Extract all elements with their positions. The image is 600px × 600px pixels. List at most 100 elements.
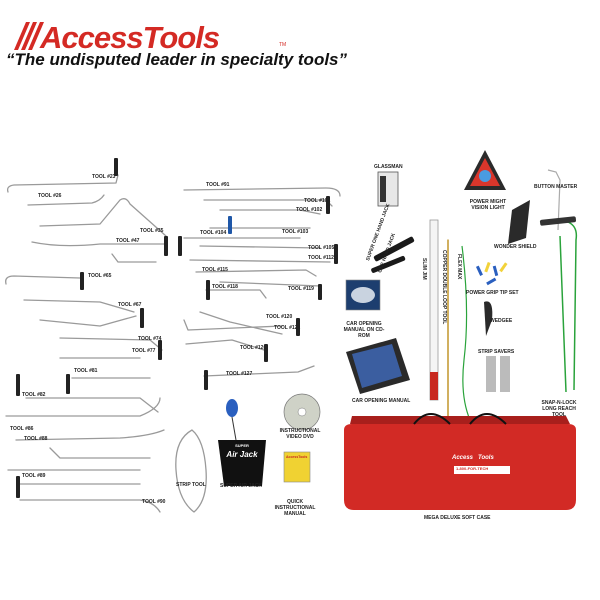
- label-flex-max: FLEX MAX: [456, 254, 462, 280]
- tool-74-handle: [158, 340, 162, 360]
- snap-n-lock-handle: [539, 216, 577, 226]
- label-tool-74: TOOL #74: [138, 336, 162, 342]
- tool-82-rod: [25, 397, 159, 413]
- tool-23-rod: [6, 174, 119, 193]
- label-mega-deluxe-soft-case: MEGA DELUXE SOFT CASE: [424, 515, 491, 521]
- tool-26-rod: [27, 194, 105, 206]
- tool-104-handle: [228, 216, 232, 234]
- label-tool-88: TOOL #88: [24, 436, 48, 442]
- label-tool-86: TOOL #86: [10, 426, 34, 432]
- strip-tool-rod: [175, 429, 207, 513]
- tool-90-rod: [19, 499, 161, 513]
- label-tool-82: TOOL #82: [22, 392, 46, 398]
- label-tool-89: TOOL #89: [22, 473, 46, 479]
- one-hand-jack: [371, 256, 406, 273]
- tool-120-handle: [296, 318, 300, 336]
- label-cd-rom-manual: CAR OPENING MANUAL ON CD-ROM: [343, 321, 385, 339]
- label-snap-n-lock: SNAP-N-LOCK LONG REACH TOOL: [541, 400, 577, 418]
- tool-105-rod: [199, 245, 321, 249]
- cd-rom-case: [345, 279, 381, 311]
- tool-88b-rod: [49, 447, 151, 459]
- power-grip-tip-set: [475, 261, 508, 286]
- label-tool-103: TOOL #103: [282, 229, 309, 235]
- tool-65-rod: [5, 275, 81, 285]
- brand-tagline: “The undisputed leader in specialty tool…: [6, 50, 348, 69]
- tool-65-handle: [80, 272, 84, 290]
- tool-102-rod: [219, 209, 321, 215]
- tool-67-handle: [140, 308, 144, 328]
- label-tool-122: TOOL #122: [274, 325, 301, 331]
- label-tool-35: TOOL #35: [140, 228, 164, 234]
- slim-jim-tool: [429, 219, 439, 401]
- tool-127-handle: [204, 370, 208, 390]
- soft-case-print-phone: 1-800-FOR-TECH: [456, 466, 489, 471]
- label-tool-91: TOOL #91: [206, 182, 230, 188]
- label-tool-65: TOOL #65: [88, 273, 112, 279]
- label-wedgee: WEDGEE: [490, 318, 513, 324]
- brand-logo: [8, 18, 298, 52]
- tool-119-handle: [318, 284, 322, 300]
- tool-126-rod: [185, 339, 265, 351]
- label-tool-77: TOOL #77: [132, 348, 156, 354]
- trademark-mark: TM: [279, 42, 287, 48]
- label-tool-105: TOOL #105: [308, 245, 335, 251]
- label-tool-115: TOOL #115: [202, 267, 228, 273]
- label-tool-112: TOOL #112: [308, 255, 334, 261]
- tool-126-handle: [264, 344, 268, 362]
- tool-47-rod: [31, 241, 165, 247]
- tool-120-rod: [183, 319, 283, 331]
- logo-stripes-icon: [14, 22, 44, 50]
- tool-47-handle: [178, 236, 182, 256]
- label-tool-81: TOOL #81: [74, 368, 98, 374]
- wedgee-tool: [484, 301, 493, 336]
- label-strip-savers: STRIP SAVERS: [478, 349, 515, 355]
- label-power-might-vision-light: POWER MIGHT VISION LIGHT: [469, 199, 507, 211]
- tool-112-rod: [189, 259, 331, 263]
- flex-max-tool: [461, 245, 471, 421]
- quick-manual-print: AccessTools: [286, 455, 308, 459]
- label-tool-67: TOOL #67: [118, 302, 142, 308]
- tool-72-rod: [39, 315, 137, 327]
- tool-127-rod: [203, 365, 315, 377]
- tool-23-handle: [114, 158, 118, 176]
- quick-manual-booklet: [283, 451, 311, 483]
- wonder-shield: [508, 200, 530, 244]
- air-jack-print-top: SUPER: [235, 443, 249, 448]
- strip-saver-2: [500, 356, 510, 392]
- label-tool-127: TOOL #127: [226, 371, 253, 377]
- instructional-dvd: [283, 393, 321, 431]
- label-tool-23: TOOL #23: [92, 174, 116, 180]
- label-tool-26: TOOL #26: [38, 193, 62, 199]
- tool-47b-rod: [111, 253, 157, 263]
- tool-91-rod: [183, 187, 341, 197]
- label-tool-118: TOOL #118: [212, 284, 238, 290]
- super-air-jack: [218, 399, 266, 486]
- tool-88-rod: [15, 429, 165, 441]
- label-tool-47: TOOL #47: [116, 238, 140, 244]
- tool-35-rod: [39, 198, 167, 237]
- label-slim-jim: SLIM JIM: [421, 258, 427, 280]
- strip-saver-1: [486, 356, 496, 392]
- label-button-master: BUTTON MASTER: [534, 184, 578, 190]
- label-instructional-dvd: INSTRUCTIONAL VIDEO DVD: [279, 428, 321, 440]
- tool-82-handle: [16, 374, 20, 396]
- label-tool-126: TOOL #126: [240, 345, 267, 351]
- label-car-opening-manual: CAR OPENING MANUAL: [352, 398, 411, 404]
- soft-case-print-tools: Tools: [478, 455, 494, 461]
- tool-86-rod: [5, 397, 161, 417]
- tool-81-handle: [66, 374, 70, 394]
- air-jack-print-name: Air Jack: [226, 450, 258, 459]
- button-master-tool: [547, 169, 561, 231]
- tool-118-rod: [205, 289, 267, 299]
- tool-101-handle: [326, 196, 330, 214]
- label-copper-double-loop: COPPER DOUBLE LOOP TOOL: [441, 250, 447, 325]
- glassman-tool: [377, 171, 399, 207]
- super-one-hand-jack: [373, 236, 415, 262]
- label-tool-120: TOOL #120: [266, 314, 293, 320]
- snap-n-lock-tool: [539, 219, 578, 393]
- tool-89-handle: [16, 476, 20, 498]
- label-glassman: GLASSMAN: [374, 164, 403, 170]
- label-tool-102: TOOL #102: [296, 207, 323, 213]
- tool-35-handle: [164, 236, 168, 256]
